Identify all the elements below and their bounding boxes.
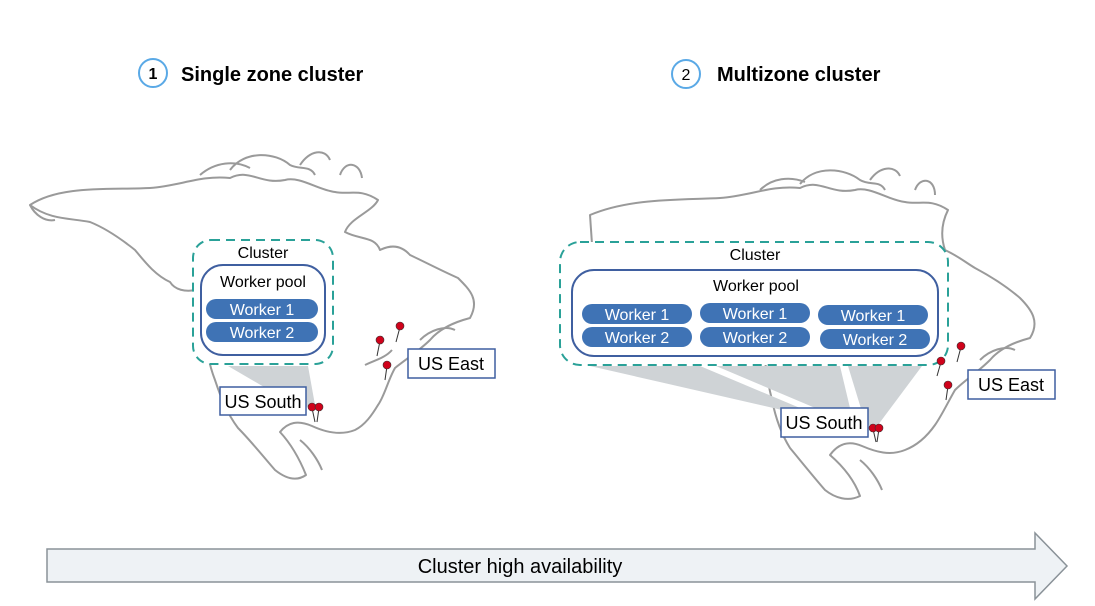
worker-node-label: Worker 2 <box>605 330 670 347</box>
location-pin-icon <box>307 402 324 423</box>
worker-node <box>818 305 928 325</box>
region-us-south-right: US South <box>785 413 862 433</box>
worker-node <box>820 329 930 349</box>
single-zone-heading: 1 Single zone cluster <box>138 58 363 88</box>
cluster-label-left: Cluster <box>238 245 289 262</box>
worker-node-label: Worker 2 <box>843 332 908 349</box>
north-america-map-right <box>589 167 1036 500</box>
zone-projections-right <box>590 366 922 425</box>
location-pin-icon <box>375 321 405 381</box>
region-box-us-south-right <box>780 407 869 438</box>
worker-node <box>700 327 810 347</box>
worker-node-label: Worker 1 <box>723 306 788 323</box>
worker-node <box>206 299 318 319</box>
worker-node <box>582 327 692 347</box>
step-1-number: 1 <box>149 66 158 83</box>
worker-node-label: Worker 1 <box>841 308 906 325</box>
worker-pool-label-right: Worker pool <box>713 278 799 295</box>
multizone-heading: 2 Multizone cluster <box>671 59 881 89</box>
region-us-east-left: US East <box>418 354 484 374</box>
region-box-us-east-left <box>407 348 496 379</box>
worker-node <box>700 303 810 323</box>
location-pin-icon <box>936 341 966 401</box>
worker-node-label: Worker 2 <box>723 330 788 347</box>
region-us-south-left: US South <box>224 392 301 412</box>
availability-arrow-label: Cluster high availability <box>418 556 623 578</box>
worker-node-label: Worker 1 <box>230 302 295 319</box>
region-us-east-right: US East <box>978 375 1044 395</box>
region-box-us-east-right <box>967 369 1056 400</box>
worker-node-label: Worker 2 <box>230 325 295 342</box>
worker-node-label: Worker 1 <box>605 307 670 324</box>
step-2-circle <box>671 59 701 89</box>
worker-node <box>206 322 318 342</box>
cluster-label-right: Cluster <box>730 247 781 264</box>
location-pin-icon <box>868 423 884 443</box>
multizone-title: Multizone cluster <box>717 64 881 86</box>
region-box-us-south-left <box>219 386 307 416</box>
step-2-number: 2 <box>682 67 691 84</box>
availability-arrow: Cluster high availability <box>46 531 1069 601</box>
step-1-circle <box>138 58 168 88</box>
single-zone-title: Single zone cluster <box>181 64 363 86</box>
worker-node <box>582 304 692 324</box>
worker-pool-label-left: Worker pool <box>220 274 306 291</box>
